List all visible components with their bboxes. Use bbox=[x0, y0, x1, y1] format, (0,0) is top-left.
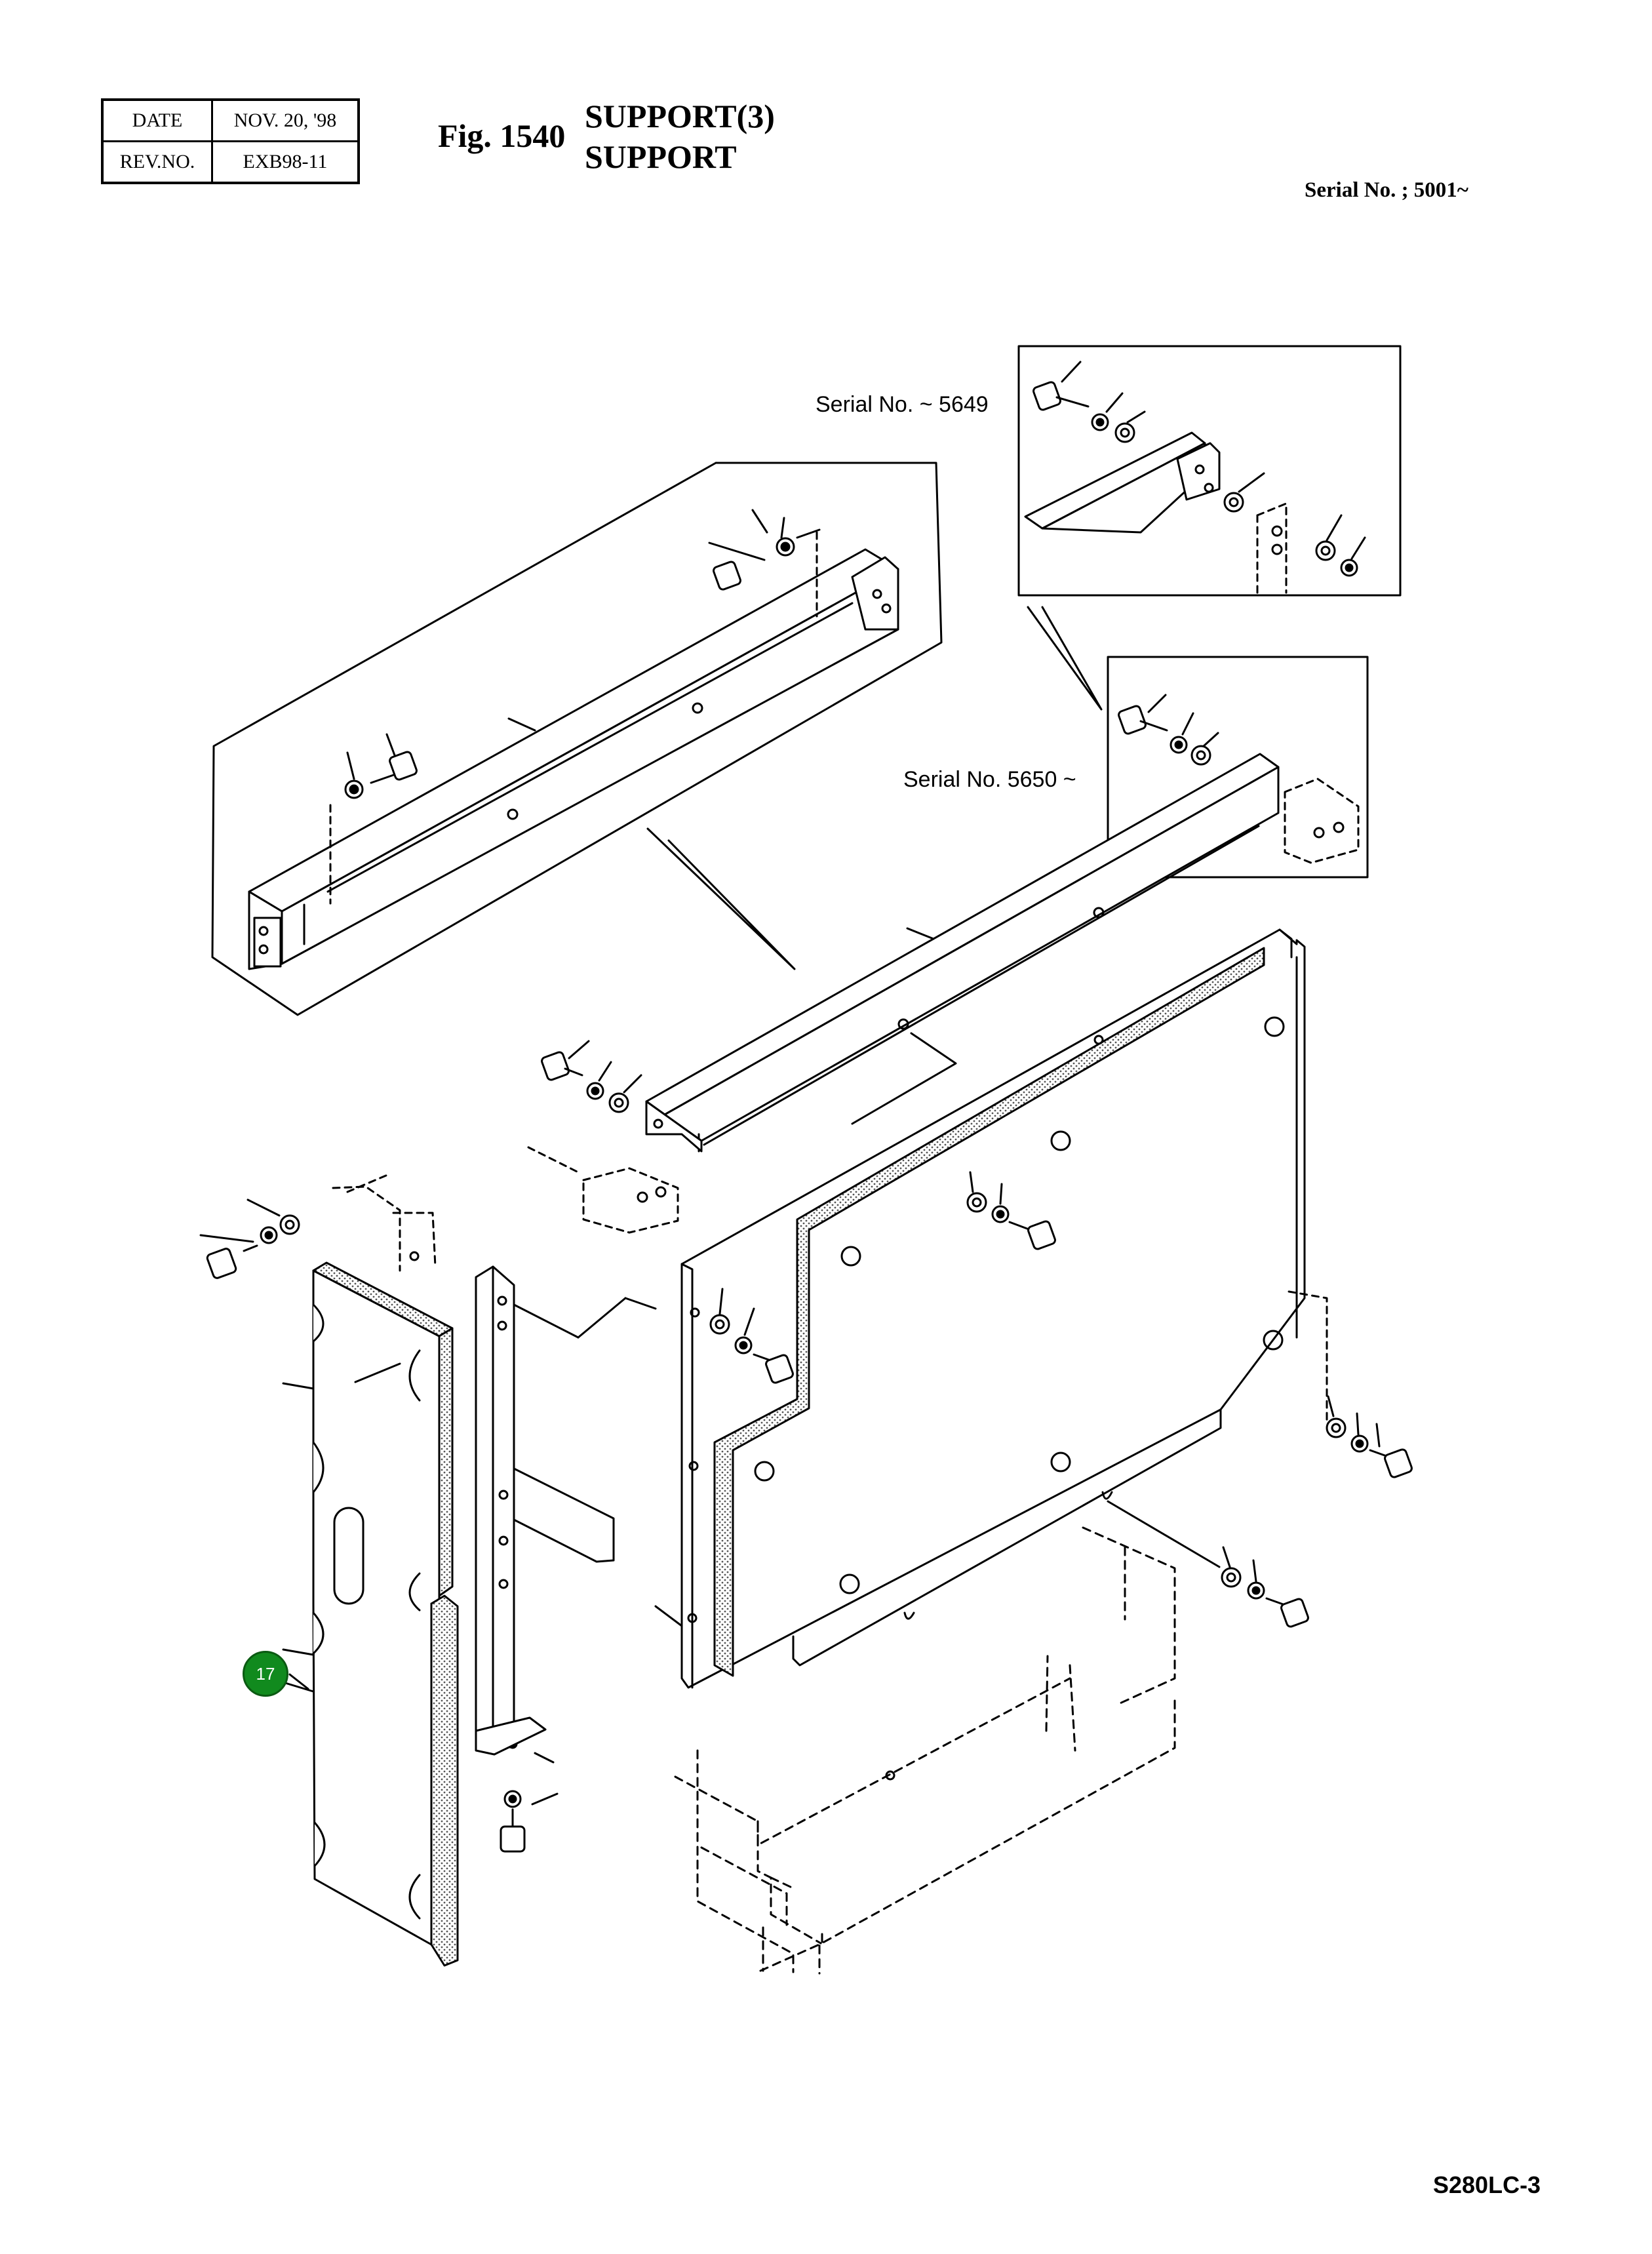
upper-detail-frame bbox=[211, 462, 943, 1016]
inset-early-serial bbox=[1017, 345, 1402, 597]
base-frame-dashed bbox=[674, 1526, 1176, 1975]
upper-support-beam bbox=[248, 528, 899, 970]
serial-range: Serial No. ; 5001~ bbox=[1305, 178, 1468, 202]
seal-plate-bolts bbox=[199, 1172, 437, 1383]
inset-pointer bbox=[1027, 606, 1103, 711]
upper-frame-pointer bbox=[646, 827, 796, 970]
callout-17[interactable]: 17 bbox=[243, 1651, 288, 1697]
panel-bolts bbox=[709, 1171, 1413, 1628]
date-label: DATE bbox=[101, 98, 213, 142]
date-value: NOV. 20, '98 bbox=[211, 98, 360, 142]
rev-label: REV.NO. bbox=[101, 140, 213, 184]
figure-title-line1: SUPPORT(3) bbox=[585, 98, 775, 134]
revision-table: DATE NOV. 20, '98 REV.NO. EXB98-11 bbox=[101, 98, 360, 184]
rev-value: EXB98-11 bbox=[211, 140, 360, 184]
figure-number: Fig. 1540 bbox=[438, 117, 566, 154]
upper-beam-bolts bbox=[344, 509, 795, 799]
front-support-beam bbox=[645, 753, 1280, 1153]
front-beam-bolts bbox=[527, 1040, 679, 1234]
main-panel bbox=[654, 928, 1306, 1689]
inset-early-label: Serial No. ~ 5649 bbox=[816, 392, 989, 417]
callout-17-leader bbox=[288, 1673, 309, 1690]
model-code: S280LC-3 bbox=[1433, 2171, 1541, 2198]
inset-late-label: Serial No. 5650 ~ bbox=[903, 767, 1076, 792]
part-17-seal-plate bbox=[269, 1261, 459, 1967]
side-stay bbox=[475, 1265, 657, 1853]
figure-title-line2: SUPPORT bbox=[585, 138, 737, 175]
